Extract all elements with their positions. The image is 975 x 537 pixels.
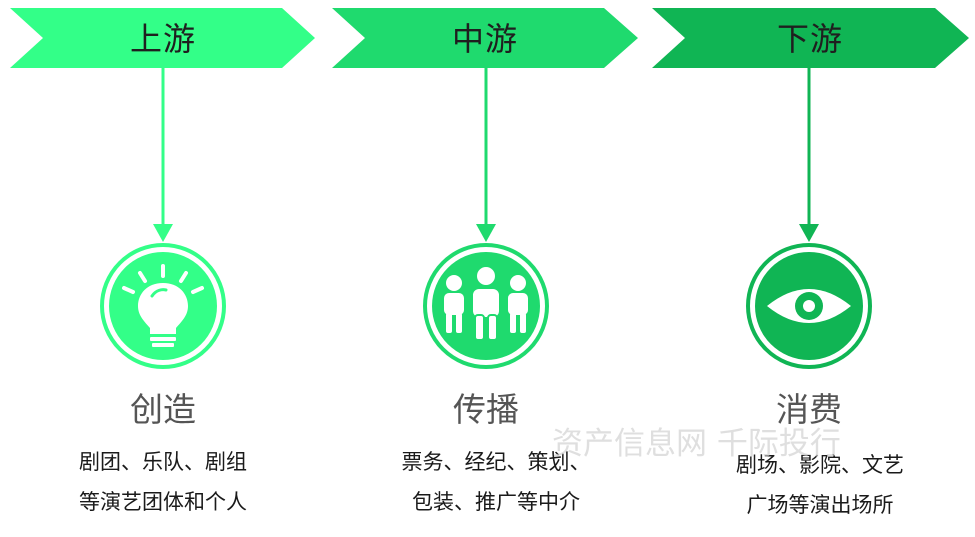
- downstream-stage-label: 下游: [776, 20, 843, 58]
- upstream-description: 剧团、乐队、剧组 等演艺团体和个人: [13, 442, 313, 522]
- downstream-connector-arrow: [799, 68, 819, 242]
- midstream-chevron: [332, 8, 638, 68]
- upstream-description-line: 剧团、乐队、剧组: [79, 450, 247, 474]
- midstream-connector-arrow: [476, 68, 496, 242]
- lightbulb-icon: [100, 243, 226, 369]
- midstream-description: 票务、经纪、策划、 包装、推广等中介: [346, 442, 646, 522]
- upstream-title: 创造: [130, 390, 196, 429]
- midstream-description-line: 包装、推广等中介: [412, 490, 580, 514]
- downstream-description: 剧场、影院、文艺 广场等演出场所: [670, 445, 970, 525]
- people-group-icon: [423, 243, 549, 369]
- midstream-title: 传播: [453, 390, 519, 429]
- upstream-chevron: [10, 8, 315, 68]
- downstream-description-line: 广场等演出场所: [746, 493, 894, 517]
- upstream-connector-arrow: [153, 68, 173, 242]
- midstream-stage-label: 中游: [451, 20, 518, 58]
- upstream-stage-label: 上游: [129, 20, 196, 58]
- downstream-title: 消费: [776, 390, 842, 429]
- eye-icon: [746, 243, 872, 369]
- midstream-description-line: 票务、经纪、策划、: [401, 450, 591, 474]
- downstream-description-line: 剧场、影院、文艺: [736, 453, 904, 477]
- downstream-chevron: [652, 8, 969, 68]
- watermark: 资产信息网 千际投行: [552, 426, 841, 462]
- upstream-description-line: 等演艺团体和个人: [79, 490, 247, 514]
